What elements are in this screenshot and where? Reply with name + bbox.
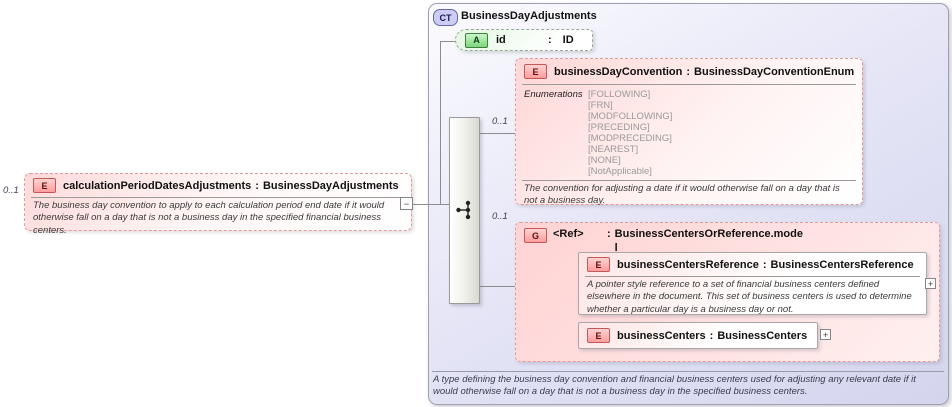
colon: : [548,34,552,46]
element-businesscenters[interactable]: E businessCenters : BusinessCenters [578,322,818,349]
element-badge: E [587,328,610,343]
divider [31,197,405,198]
connector-left-to-sequence [413,204,458,205]
attribute-id[interactable]: A id : ID [455,29,593,51]
colon: : [255,179,259,192]
element-businessdayconvention[interactable]: E businessDayConvention : BusinessDayCon… [515,58,863,207]
element-name: calculationPeriodDatesAdjustments [63,179,252,192]
element-badge: E [587,257,610,272]
attribute-type: ID [562,34,574,46]
element-type: BusinessCenters [717,329,808,342]
enumerations-list: [FOLLOWING] [FRN] [MODFOLLOWING] [PRECED… [588,89,672,177]
element-calculationperioddatesadjustments[interactable]: E calculationPeriodDatesAdjustments : Bu… [24,173,412,236]
element-name: businessCenters [617,329,706,342]
element-description: A pointer style reference to a set of fi… [587,279,912,315]
enumeration-value: [MODFOLLOWING] [588,111,673,122]
enumeration-value: [FRN] [588,100,613,111]
element-type: BusinessDayAdjustments [262,179,399,192]
divider [432,371,944,372]
group-name: <Ref> [553,228,584,240]
element-badge: E [524,64,547,79]
cardinality-label: 0..1 [492,116,508,127]
expand-toggle[interactable]: + [925,278,936,289]
attribute-badge: A [465,32,488,48]
attribute-name: id [496,34,506,46]
divider [522,180,856,181]
colon: : [607,228,611,240]
complex-type-title: BusinessDayAdjustments [461,10,597,22]
element-type: BusinessDayConventionEnum [694,65,855,78]
group-type: BusinessCentersOrReference.mode l [614,228,803,254]
expand-toggle[interactable]: + [820,329,831,340]
element-badge: E [33,178,56,193]
enumeration-value: [PRECEDING] [588,122,650,133]
element-name: businessDayConvention [554,65,683,78]
complex-type-badge: CT [433,9,458,26]
enumeration-value: [NEAREST] [588,144,639,155]
cardinality-label: 0..1 [492,211,508,222]
colon: : [709,329,714,342]
collapse-toggle[interactable]: − [400,197,413,210]
connector-to-ref-group [478,286,516,287]
sequence-icon [456,200,471,220]
element-description: The business day convention to apply to … [33,200,385,236]
enumeration-value: [NONE] [588,155,621,166]
element-name: businessCentersReference [617,258,759,271]
colon: : [762,258,767,271]
enumeration-value: [NotApplicable] [588,166,652,177]
group-badge: G [524,228,547,243]
cardinality-label: 0..1 [3,185,19,196]
complex-type-annotation: A type defining the business day convent… [433,374,916,398]
enumeration-value: [FOLLOWING] [588,89,651,100]
divider [522,84,856,85]
connector-vertical [440,41,441,205]
colon: : [686,65,691,78]
divider [585,276,920,277]
element-businesscentersreference[interactable]: E businessCentersReference : BusinessCen… [578,252,927,315]
element-description: The convention for adjusting a date if i… [524,183,840,207]
connector-to-id [440,41,456,42]
enumerations-label: Enumerations [524,89,583,100]
element-type: BusinessCentersReference [770,258,914,271]
enumeration-value: [MODPRECEDING] [588,133,672,144]
connector-to-businessdayconvention [478,133,516,134]
